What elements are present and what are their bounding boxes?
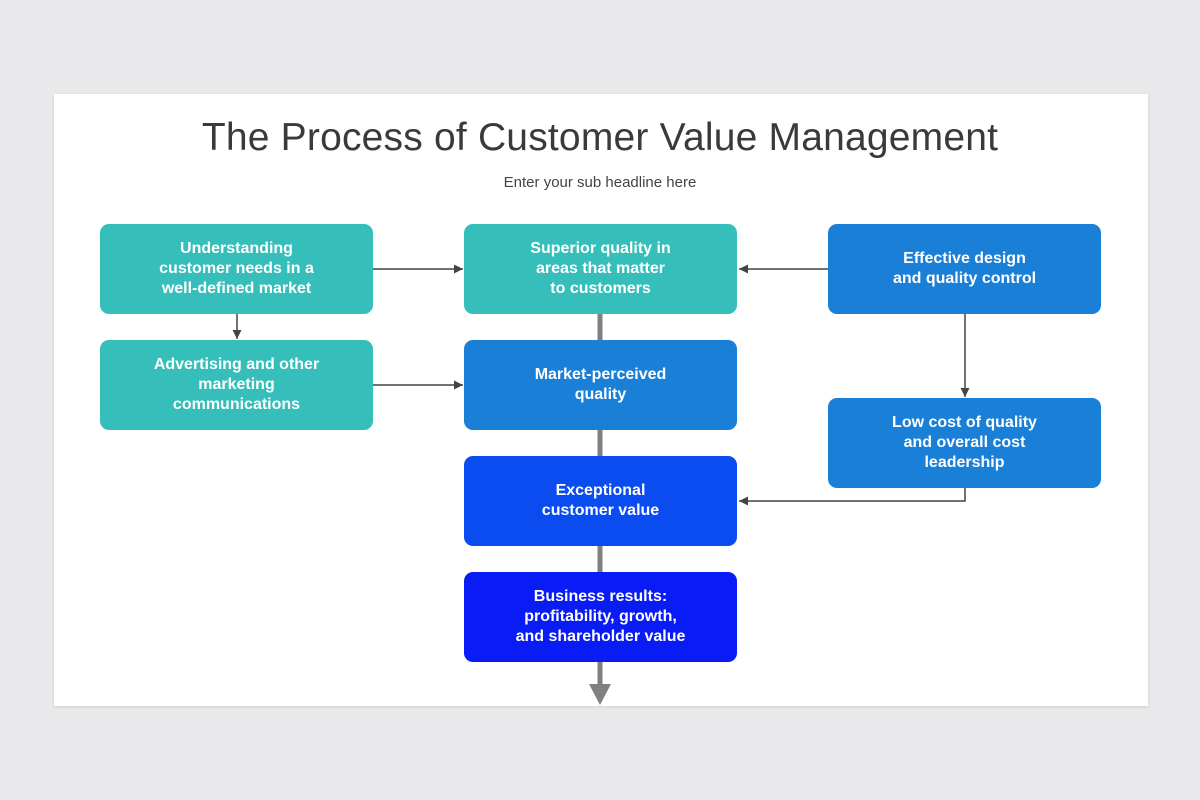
node-superior-quality: Superior quality in areas that matter to…	[464, 224, 737, 314]
node-market-perceived-label: Market-perceived quality	[534, 366, 667, 403]
node-market-perceived-quality: Market-perceived quality	[464, 340, 737, 430]
spine-arrowhead	[589, 684, 611, 705]
page-title: The Process of Customer Value Management	[201, 116, 999, 159]
node-understanding-customer-needs: Understanding customer needs in a well-d…	[100, 224, 373, 314]
node-superior-label: Superior quality in areas that matter to…	[530, 240, 671, 297]
arrow-low-cost-to-exceptional	[739, 488, 966, 506]
page-subtitle: Enter your sub headline here	[503, 174, 697, 191]
node-business-results: Business results: profitability, growth,…	[464, 572, 737, 662]
node-exceptional-value: Exceptional customer value	[464, 456, 737, 546]
node-effective-label: Effective design and quality control	[892, 250, 1037, 287]
node-exceptional-label: Exceptional customer value	[541, 482, 660, 519]
node-effective-design: Effective design and quality control	[828, 224, 1101, 314]
node-advertising-label: Advertising and other marketing communic…	[153, 356, 320, 413]
node-advertising: Advertising and other marketing communic…	[100, 340, 373, 430]
node-business-label: Business results: profitability, growth,…	[515, 588, 686, 645]
node-low-cost-label: Low cost of quality and overall cost lea…	[892, 414, 1037, 471]
node-low-cost: Low cost of quality and overall cost lea…	[828, 398, 1101, 488]
node-understanding-label: Understanding customer needs in a well-d…	[159, 240, 314, 297]
